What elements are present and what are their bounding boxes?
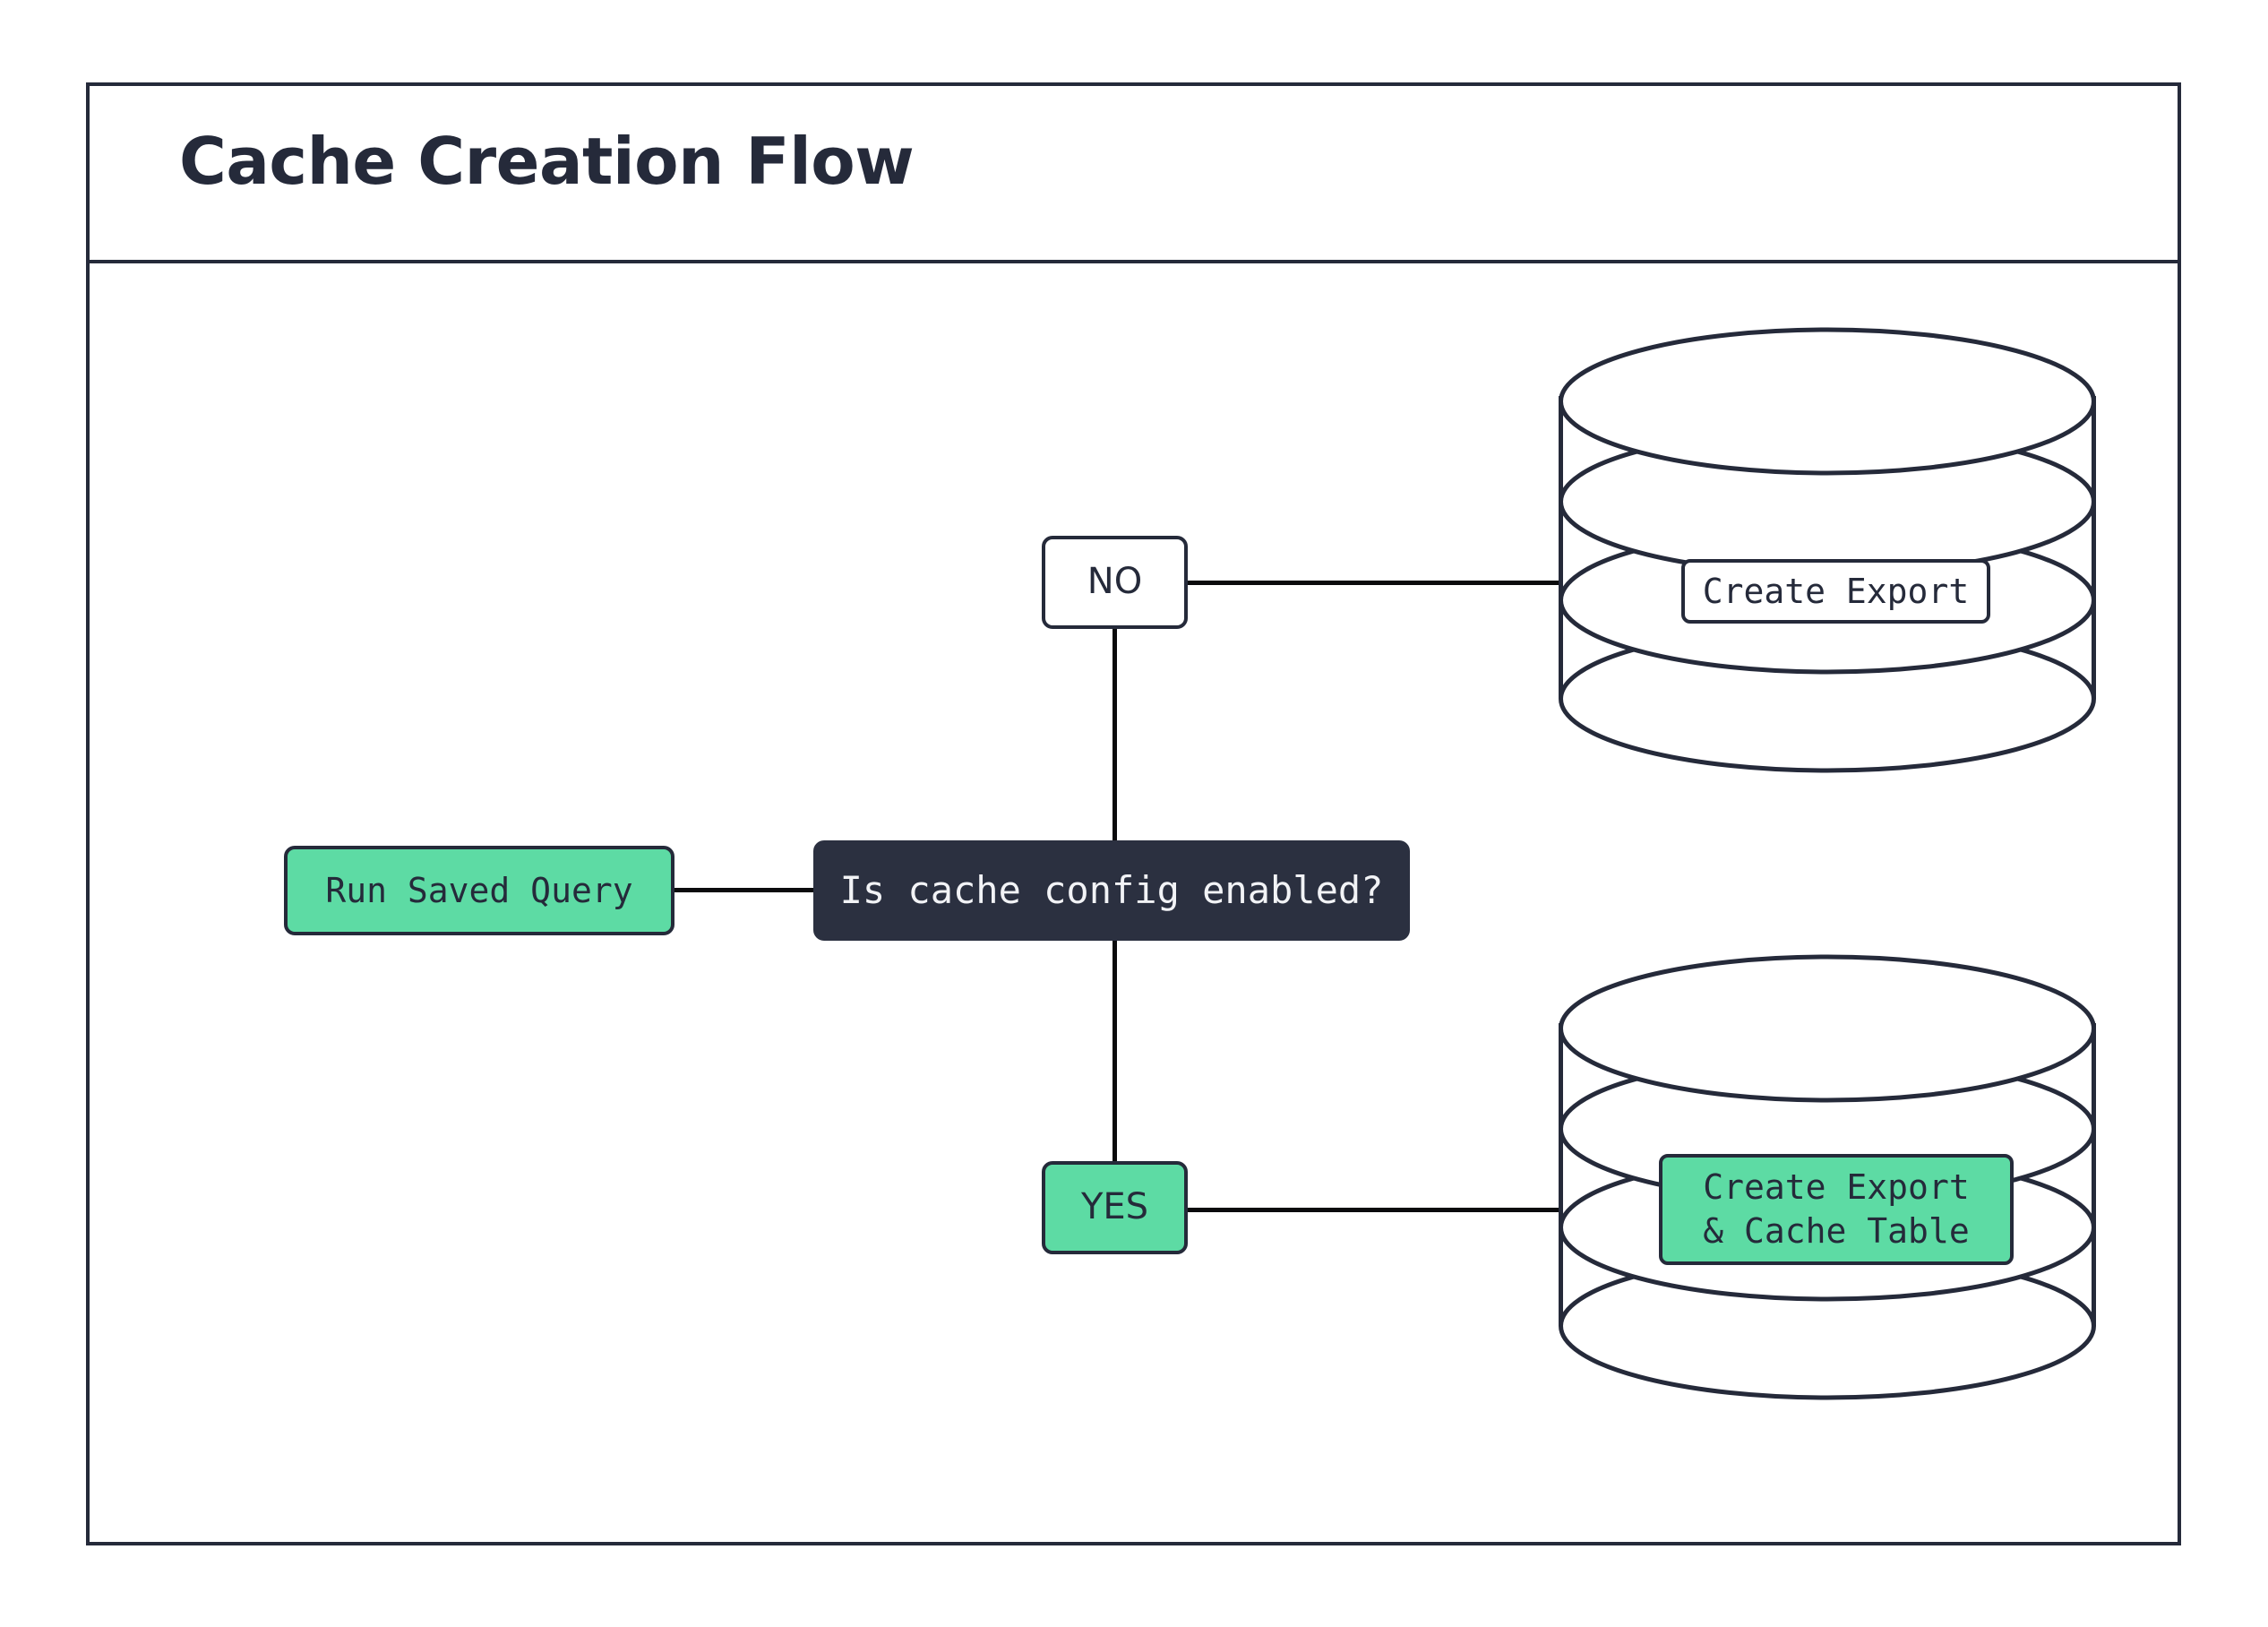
diagram-title: Cache Creation Flow (179, 124, 915, 199)
node-branch-no[interactable]: NO (1042, 536, 1188, 629)
node-branch-yes[interactable]: YES (1042, 1161, 1188, 1254)
edge-decision-to-no (1113, 627, 1117, 842)
node-run-saved-query[interactable]: Run Saved Query (284, 846, 674, 935)
edge-run-saved-query-to-decision (674, 888, 815, 892)
database-label-create-export-cache: Create Export & Cache Table (1659, 1154, 2014, 1265)
title-divider (86, 260, 2181, 263)
node-decision-cache-config[interactable]: Is cache config enabled? (813, 840, 1410, 941)
edge-no-to-db-export (1188, 581, 1562, 585)
edge-decision-to-yes (1113, 939, 1117, 1163)
edge-yes-to-db-export-cache (1188, 1208, 1562, 1212)
database-label-create-export: Create Export (1681, 559, 1990, 624)
